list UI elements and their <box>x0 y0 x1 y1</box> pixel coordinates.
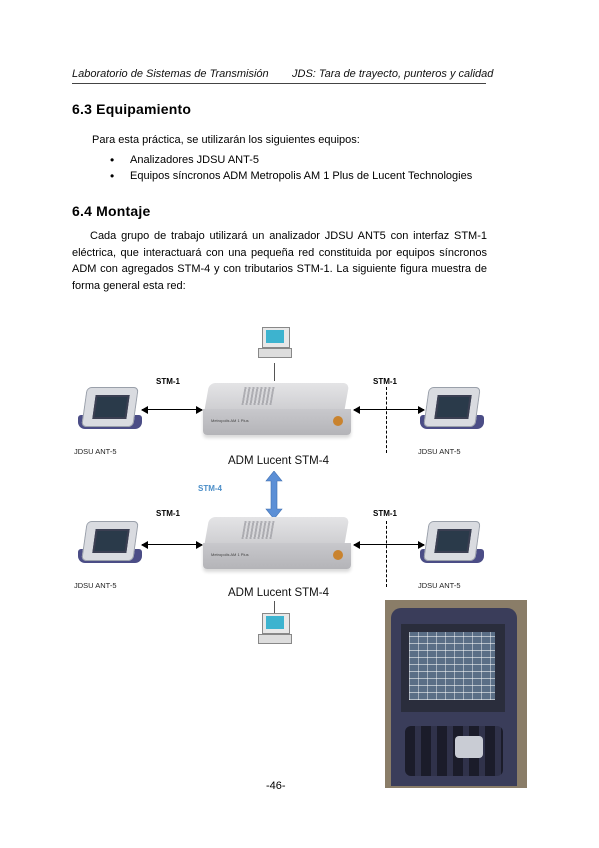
section-title-equipamiento: 6.3 Equipamiento <box>72 101 192 117</box>
page-number: -46- <box>266 780 286 792</box>
analyzer-label: JDSU ANT-5 <box>74 447 117 456</box>
analyzer-icon <box>420 381 490 433</box>
adm-device: Metropolis AM 1 Plus <box>203 517 351 573</box>
analyzer-photo <box>385 600 527 788</box>
analyzer-label: JDSU ANT-5 <box>418 581 461 590</box>
montaje-paragraph: Cada grupo de trabajo utilizará un anali… <box>72 230 487 292</box>
header-rule <box>72 83 486 84</box>
stm1-link <box>353 541 425 549</box>
analyzer-icon <box>78 381 148 433</box>
section-title-montaje: 6.4 Montaje <box>72 203 151 219</box>
stm1-link <box>141 541 203 549</box>
dashed-boundary <box>386 387 387 453</box>
stm4-label: STM-4 <box>198 484 222 493</box>
adm-device: Metropolis AM 1 Plus <box>203 383 351 439</box>
pc-link <box>274 363 275 381</box>
stm1-label: STM-1 <box>156 509 180 518</box>
header-right: JDS: Tara de trayecto, punteros y calida… <box>292 68 494 80</box>
pc-icon <box>258 327 292 359</box>
header-left: Laboratorio de Sistemas de Transmisión <box>72 68 269 80</box>
stm1-link <box>353 406 425 414</box>
analyzer-icon <box>78 515 148 567</box>
analyzer-icon <box>420 515 490 567</box>
equipment-item: Equipos síncronos ADM Metropolis AM 1 Pl… <box>110 168 472 184</box>
dashed-boundary <box>386 521 387 587</box>
stm1-label: STM-1 <box>156 377 180 386</box>
adm-caption: ADM Lucent STM-4 <box>228 587 329 599</box>
stm1-label: STM-1 <box>373 377 397 386</box>
pc-icon <box>258 613 292 645</box>
equipment-intro: Para esta práctica, se utilizarán los si… <box>92 134 360 146</box>
analyzer-label: JDSU ANT-5 <box>418 447 461 456</box>
stm1-link <box>141 406 203 414</box>
adm-caption: ADM Lucent STM-4 <box>228 455 329 467</box>
analyzer-label: JDSU ANT-5 <box>74 581 117 590</box>
equipment-item: Analizadores JDSU ANT-5 <box>110 152 472 168</box>
network-diagram: JDSU ANT-5 STM-1 Metropolis AM 1 Plus AD… <box>60 325 500 655</box>
stm4-link-arrow <box>265 471 283 519</box>
pc-link <box>274 601 275 613</box>
stm1-label: STM-1 <box>373 509 397 518</box>
equipment-list: Analizadores JDSU ANT-5 Equipos síncrono… <box>110 152 472 184</box>
